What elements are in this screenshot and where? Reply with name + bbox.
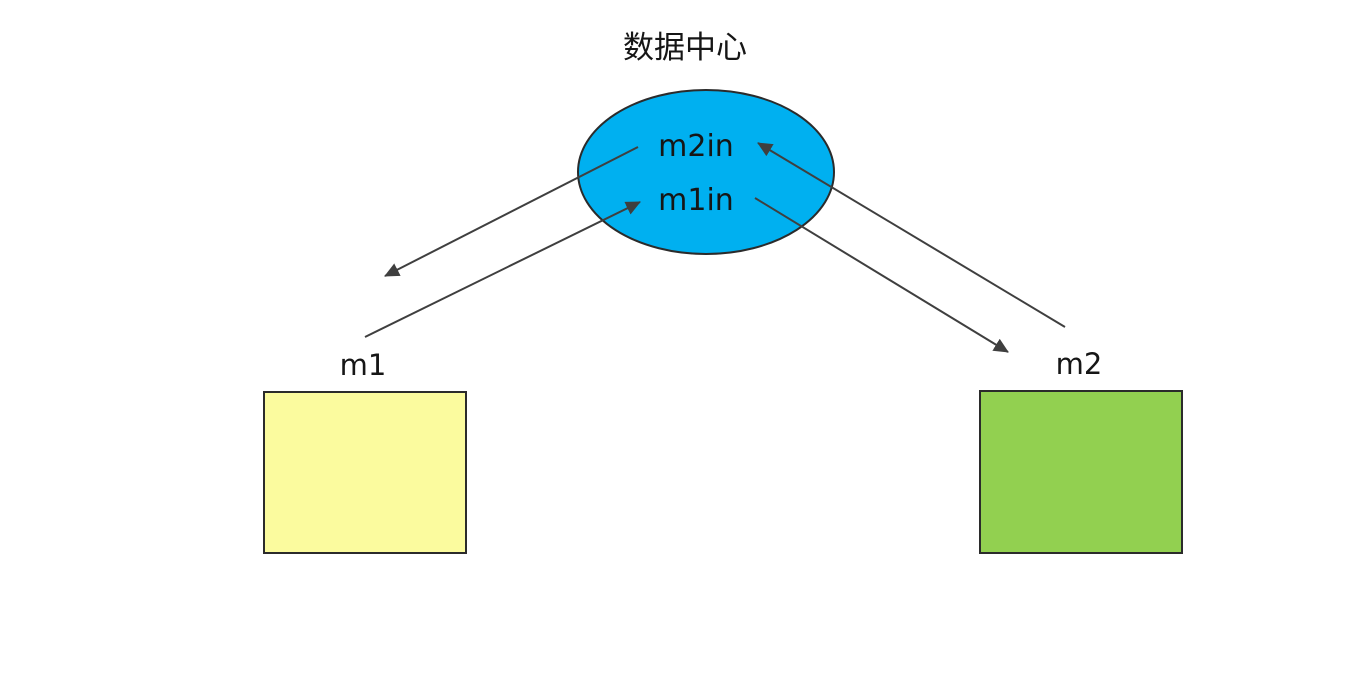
machine-m1-box: [263, 391, 467, 554]
data-center-ellipse: [577, 89, 835, 255]
arrow-m2-to-m2in: [757, 142, 1066, 328]
diagram-title: 数据中心: [623, 30, 747, 66]
arrow-m1-to-m1in: [364, 201, 641, 338]
arrow-m1in-to-m2: [754, 197, 1009, 353]
machine-m1-label: m1: [340, 348, 387, 382]
hub-port-m2in-label: m2in: [658, 129, 734, 164]
hub-port-m1in-label: m1in: [658, 183, 734, 218]
arrow-m2in-to-m1: [384, 146, 639, 277]
machine-m2-label: m2: [1056, 347, 1103, 381]
machine-m2-box: [979, 390, 1183, 554]
